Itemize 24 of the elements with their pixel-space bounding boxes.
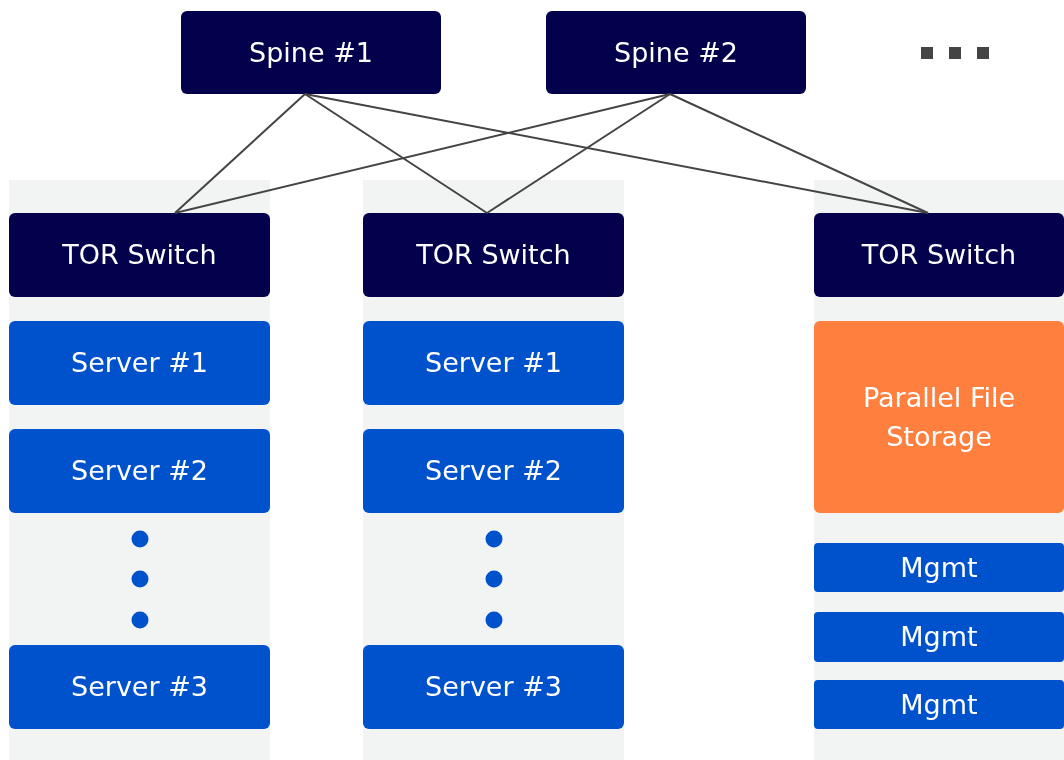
server-box: Server #3 xyxy=(9,645,270,729)
connector-line xyxy=(304,93,929,214)
connector-line xyxy=(174,93,306,214)
connector-line xyxy=(304,93,488,214)
connector-line xyxy=(486,93,671,214)
rack-panel xyxy=(9,180,270,760)
tor-switch-box: TOR Switch xyxy=(814,213,1064,297)
server-box: Server #2 xyxy=(9,429,270,513)
connector-line xyxy=(669,93,929,214)
server-box: Server #2 xyxy=(363,429,624,513)
rack-panel xyxy=(363,180,624,760)
server-box: Server #1 xyxy=(9,321,270,405)
storage-box: Parallel File Storage xyxy=(814,321,1064,513)
rack-panel xyxy=(814,180,1064,760)
server-box: Server #3 xyxy=(363,645,624,729)
mgmt-box: Mgmt xyxy=(814,680,1064,729)
spine-switch-box: Spine #2 xyxy=(546,11,806,94)
mgmt-box: Mgmt xyxy=(814,543,1064,592)
server-box: Server #1 xyxy=(363,321,624,405)
tor-switch-box: TOR Switch xyxy=(363,213,624,297)
tor-switch-box: TOR Switch xyxy=(9,213,270,297)
mgmt-box: Mgmt xyxy=(814,612,1064,662)
connector-line xyxy=(174,93,671,214)
spine-switch-box: Spine #1 xyxy=(181,11,441,94)
